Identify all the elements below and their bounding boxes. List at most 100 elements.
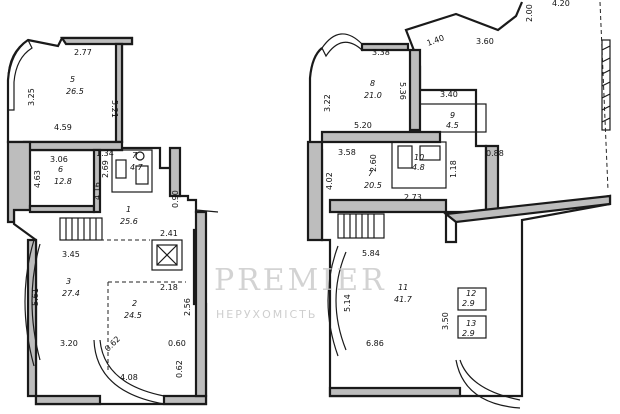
dimension: 0.60 <box>168 339 186 348</box>
dimension: 5.21 <box>110 100 119 118</box>
left-wall-band-west <box>26 238 38 398</box>
room-number: 10 <box>414 153 424 162</box>
dimension: 3.45 <box>62 250 80 259</box>
room-number: 7 <box>368 169 374 178</box>
dimension: 2.60 <box>369 154 378 172</box>
right-wall-band-bot <box>328 386 462 398</box>
round-bay-room5 <box>7 39 33 111</box>
room-number: 12 <box>466 289 476 298</box>
dimension: 2.77 <box>74 48 92 57</box>
room-number: 6 <box>58 165 63 174</box>
room11-bay-outer <box>327 245 339 357</box>
right-wall-band-left <box>306 140 324 242</box>
room-area: 27.4 <box>62 289 80 298</box>
room13-outline <box>457 315 487 339</box>
hatch <box>601 45 611 51</box>
hatched-bar <box>601 39 611 131</box>
bathtub <box>397 145 413 169</box>
room12-outline <box>457 287 487 311</box>
right-wall-band-v <box>408 48 422 132</box>
dimension: 3.50 <box>441 312 450 330</box>
right-wall-band-balc <box>443 194 612 224</box>
room-area: 25.6 <box>120 217 138 226</box>
dimension: 4.63 <box>33 170 42 188</box>
shaft-inner <box>156 244 178 266</box>
room-area: 24.5 <box>124 311 142 320</box>
room-number: 8 <box>370 79 375 88</box>
dimension: 3.40 <box>440 90 458 99</box>
dimension: 2.18 <box>160 283 178 292</box>
watermark-brand: PREMIER <box>214 263 387 298</box>
dimension: 4.59 <box>54 123 72 132</box>
stair-right <box>337 213 385 239</box>
room6-wall-r <box>92 148 102 214</box>
dimension: 3.20 <box>60 339 78 348</box>
left-wall-band-right <box>114 42 124 144</box>
left-wall-band-top <box>59 36 134 46</box>
room-area: 4.7 <box>130 163 144 172</box>
dimension: 0.90 <box>171 190 180 208</box>
room-area: 2.9 <box>462 329 475 338</box>
left-wall-band-bottom <box>34 394 102 406</box>
stair-left <box>59 217 103 241</box>
toilet-fixture <box>135 151 145 161</box>
sink-fixture <box>135 165 149 185</box>
dimension: 6.86 <box>366 339 384 348</box>
dimension: 3.06 <box>50 155 68 164</box>
dimension: 3.58 <box>338 148 356 157</box>
balcony-curve-right <box>459 359 521 401</box>
left-floor-plan <box>6 36 219 406</box>
room7-outline <box>111 149 153 193</box>
room-number: 9 <box>450 111 455 120</box>
room-area: 21.0 <box>364 91 382 100</box>
dimension: 2.73 <box>404 193 422 202</box>
dimension: 4.20 <box>552 0 570 8</box>
dimension: 0.62 <box>103 334 122 353</box>
dimension: 1.34 <box>96 149 114 158</box>
left-wall-band-east <box>194 210 208 398</box>
left-wall-band-br <box>162 394 208 406</box>
hatched-bar-frame <box>601 39 611 131</box>
stair-outline <box>337 213 385 239</box>
room3-bay-outer <box>24 239 35 367</box>
dimension: 4.08 <box>120 373 138 382</box>
right-wall-band-mid <box>320 130 442 144</box>
dimension: 3.22 <box>323 94 332 112</box>
left-wall-band-east2 <box>168 146 182 198</box>
room11-bay <box>335 251 347 351</box>
round-bay-room8 <box>321 33 363 58</box>
dimension: 5.20 <box>354 121 372 130</box>
dimension: 1.40 <box>426 33 446 48</box>
balcony-curve <box>99 339 165 397</box>
hatch <box>601 57 611 63</box>
right-floor-plan <box>306 1 612 409</box>
dimension: 5.36 <box>398 82 407 100</box>
room-number: 11 <box>398 283 408 292</box>
dimension: 4.02 <box>325 172 334 190</box>
room-number: 7 <box>132 151 138 160</box>
dimension: 3.25 <box>27 88 36 106</box>
dimension: 2.41 <box>160 229 178 238</box>
hatch <box>601 117 611 123</box>
dimension: 2.00 <box>525 4 534 22</box>
room-area: 26.5 <box>66 87 84 96</box>
stair-outline <box>59 217 103 241</box>
dimension-labels: 2.77 3.25 5.21 4.59 3.06 4.63 1.34 2.69 … <box>27 0 570 382</box>
shower <box>419 145 441 161</box>
hatch <box>601 81 611 87</box>
hatch <box>601 105 611 111</box>
left-wall-band-left <box>6 140 32 224</box>
room-number: 3 <box>66 277 71 286</box>
right-wall-band-inner <box>328 198 448 214</box>
room-area: 20.5 <box>364 181 382 190</box>
bath-fixture <box>115 159 127 179</box>
dimension: 3.38 <box>372 48 390 57</box>
room9-outline <box>419 103 487 133</box>
dimension: 5.14 <box>343 294 352 312</box>
room-area: 41.7 <box>394 295 413 304</box>
room10-outline <box>391 141 447 189</box>
room-number: 2 <box>132 299 137 308</box>
dimension: 3.60 <box>476 37 494 46</box>
dimension: 2.69 <box>101 160 110 178</box>
